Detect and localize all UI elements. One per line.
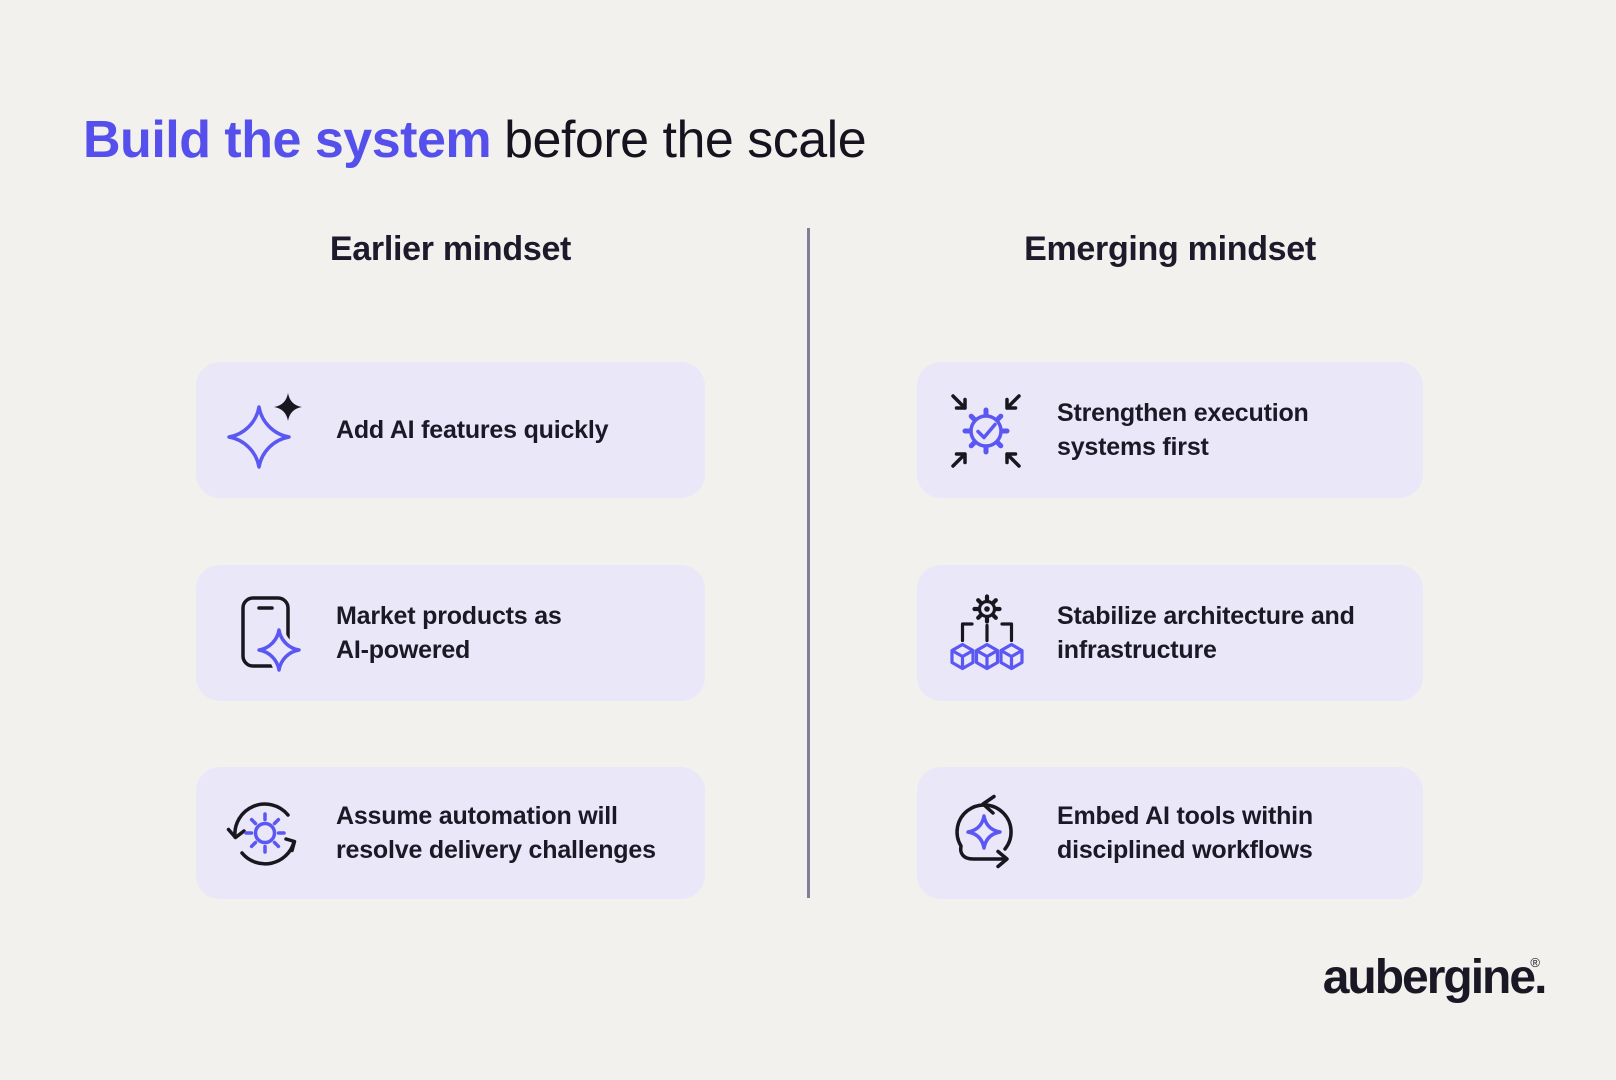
- card-label: Assume automation will resolve delivery …: [336, 802, 656, 864]
- card-embed-ai-tools: Embed AI tools within disciplined workfl…: [917, 767, 1423, 899]
- card-label: Market products as AI-powered: [336, 602, 562, 664]
- card-market-ai-powered: Market products as AI-powered: [196, 565, 705, 701]
- card-label: Add AI features quickly: [336, 416, 609, 444]
- card-label: Strengthen execution systems first: [1057, 399, 1309, 461]
- gear-check-compress-icon: [947, 390, 1027, 470]
- brand-logo-text: aubergine.: [1322, 951, 1548, 1004]
- automation-cycle-icon: [226, 793, 306, 873]
- gear-modules-icon: [947, 593, 1027, 673]
- title-highlight: Build the system: [83, 110, 492, 169]
- phone-sparkle-icon: [226, 593, 306, 673]
- card-label: Stabilize architecture and infrastructur…: [1057, 602, 1355, 664]
- title-rest: before the scale: [504, 110, 867, 169]
- card-stabilize-architecture: Stabilize architecture and infrastructur…: [917, 565, 1423, 701]
- sparkle-icon: [226, 390, 306, 470]
- column-divider: [807, 228, 810, 898]
- card-assume-automation: Assume automation will resolve delivery …: [196, 767, 705, 899]
- sprint-loop-sparkle-icon: [947, 793, 1027, 873]
- card-add-ai-features: Add AI features quickly: [196, 362, 705, 498]
- brand-logo: aubergine.®: [1323, 950, 1548, 1005]
- registered-mark: ®: [1530, 955, 1540, 970]
- card-strengthen-execution: Strengthen execution systems first: [917, 362, 1423, 498]
- column-header-earlier: Earlier mindset: [329, 230, 572, 268]
- column-header-emerging: Emerging mindset: [1024, 230, 1316, 268]
- card-label: Embed AI tools within disciplined workfl…: [1057, 802, 1313, 864]
